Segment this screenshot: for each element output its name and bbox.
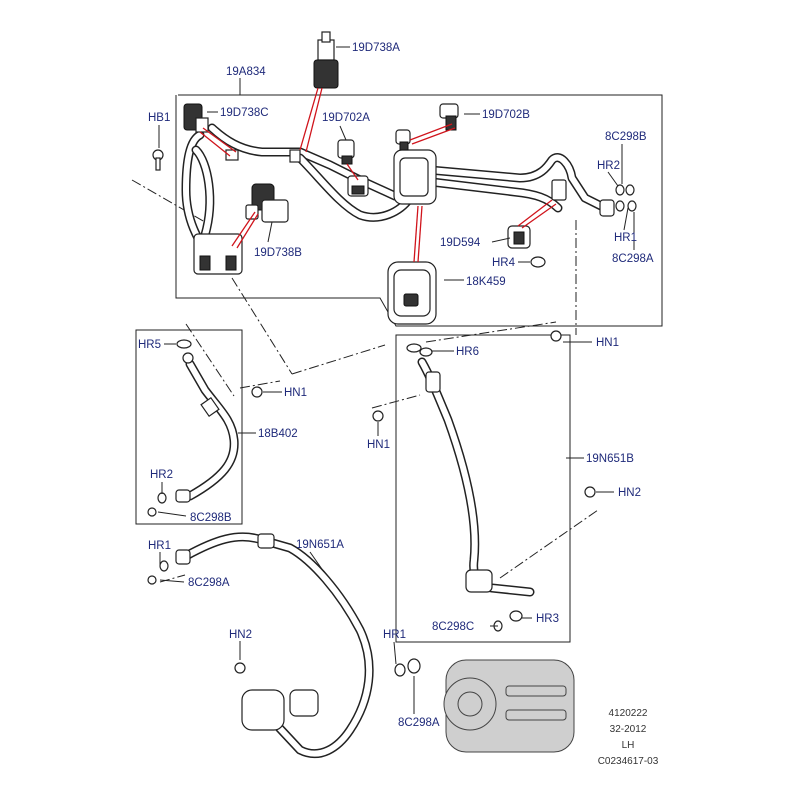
sensor-19D702A-part bbox=[337, 139, 369, 197]
footer-codes: 4120222 32-2012 LH C0234617-03 bbox=[598, 708, 659, 767]
frame-18B402 bbox=[135, 329, 243, 525]
label-18B402: 18B402 bbox=[258, 428, 298, 440]
label-HN1-mid: HN1 bbox=[284, 387, 307, 399]
label-19D702A: 19D702A bbox=[322, 112, 370, 124]
label-HR1-bottom: HR1 bbox=[383, 629, 406, 641]
label-HR6: HR6 bbox=[456, 346, 479, 358]
hose-19N651B bbox=[372, 343, 596, 632]
label-HN1-center: HN1 bbox=[367, 439, 390, 451]
footer-line-3: LH bbox=[622, 740, 635, 751]
label-19D594: 19D594 bbox=[440, 237, 481, 249]
hose-19N651A bbox=[147, 532, 421, 759]
muffler-18K459-part bbox=[387, 261, 437, 325]
hose-18B402 bbox=[147, 339, 263, 517]
sensor-19D702B-part bbox=[395, 103, 459, 151]
label-HR5: HR5 bbox=[138, 339, 161, 351]
label-19N651B: 19N651B bbox=[586, 453, 634, 465]
valve-19D594-part bbox=[507, 225, 531, 249]
fittings-top-right bbox=[530, 184, 637, 342]
footer-line-2: 32-2012 bbox=[610, 724, 647, 735]
frame-19A834 bbox=[175, 94, 663, 327]
red-leaders bbox=[199, 87, 557, 263]
centre-lines bbox=[131, 179, 599, 673]
label-19D738A: 19D738A bbox=[352, 42, 400, 54]
frame-19N651B bbox=[395, 334, 571, 643]
label-8C298A-top: 8C298A bbox=[612, 253, 654, 265]
label-19N651A: 19N651A bbox=[296, 539, 344, 551]
label-HR3: HR3 bbox=[536, 613, 559, 625]
label-8C298A-bottom: 8C298A bbox=[398, 717, 440, 729]
label-HR1-top: HR1 bbox=[614, 232, 637, 244]
label-HN1-right: HN1 bbox=[596, 337, 619, 349]
label-HN2-right: HN2 bbox=[618, 487, 641, 499]
label-HR2-left: HR2 bbox=[150, 469, 173, 481]
label-19D738C: 19D738C bbox=[220, 107, 269, 119]
footer-line-4: C0234617-03 bbox=[598, 756, 659, 767]
clamp-bracket-part bbox=[193, 233, 243, 275]
label-19D738B: 19D738B bbox=[254, 247, 302, 259]
label-HR4: HR4 bbox=[492, 257, 516, 269]
label-18K459: 18K459 bbox=[466, 276, 506, 288]
bracket-19D738A-part bbox=[313, 31, 339, 89]
bolt-HB1-part bbox=[152, 149, 164, 171]
bracket-19D738C-part bbox=[183, 103, 209, 133]
label-HN2-bottom: HN2 bbox=[229, 629, 252, 641]
label-8C298A-left: 8C298A bbox=[188, 577, 230, 589]
label-8C298B-top: 8C298B bbox=[605, 131, 647, 143]
label-HR1-left: HR1 bbox=[148, 540, 171, 552]
black-leaders bbox=[157, 46, 635, 714]
label-19A834: 19A834 bbox=[226, 66, 266, 78]
part-labels: 19D738A 19A834 19D738C 19D702A 19D702B H… bbox=[138, 42, 654, 729]
label-8C298C: 8C298C bbox=[432, 621, 474, 633]
bracket-19D738B-part bbox=[245, 183, 289, 223]
label-HB1: HB1 bbox=[148, 112, 170, 124]
label-8C298B-left: 8C298B bbox=[190, 512, 232, 524]
label-19D702B: 19D702B bbox=[482, 109, 530, 121]
footer-line-1: 4120222 bbox=[609, 708, 648, 719]
label-HR2-top: HR2 bbox=[597, 160, 620, 172]
compressor-part bbox=[443, 659, 575, 753]
